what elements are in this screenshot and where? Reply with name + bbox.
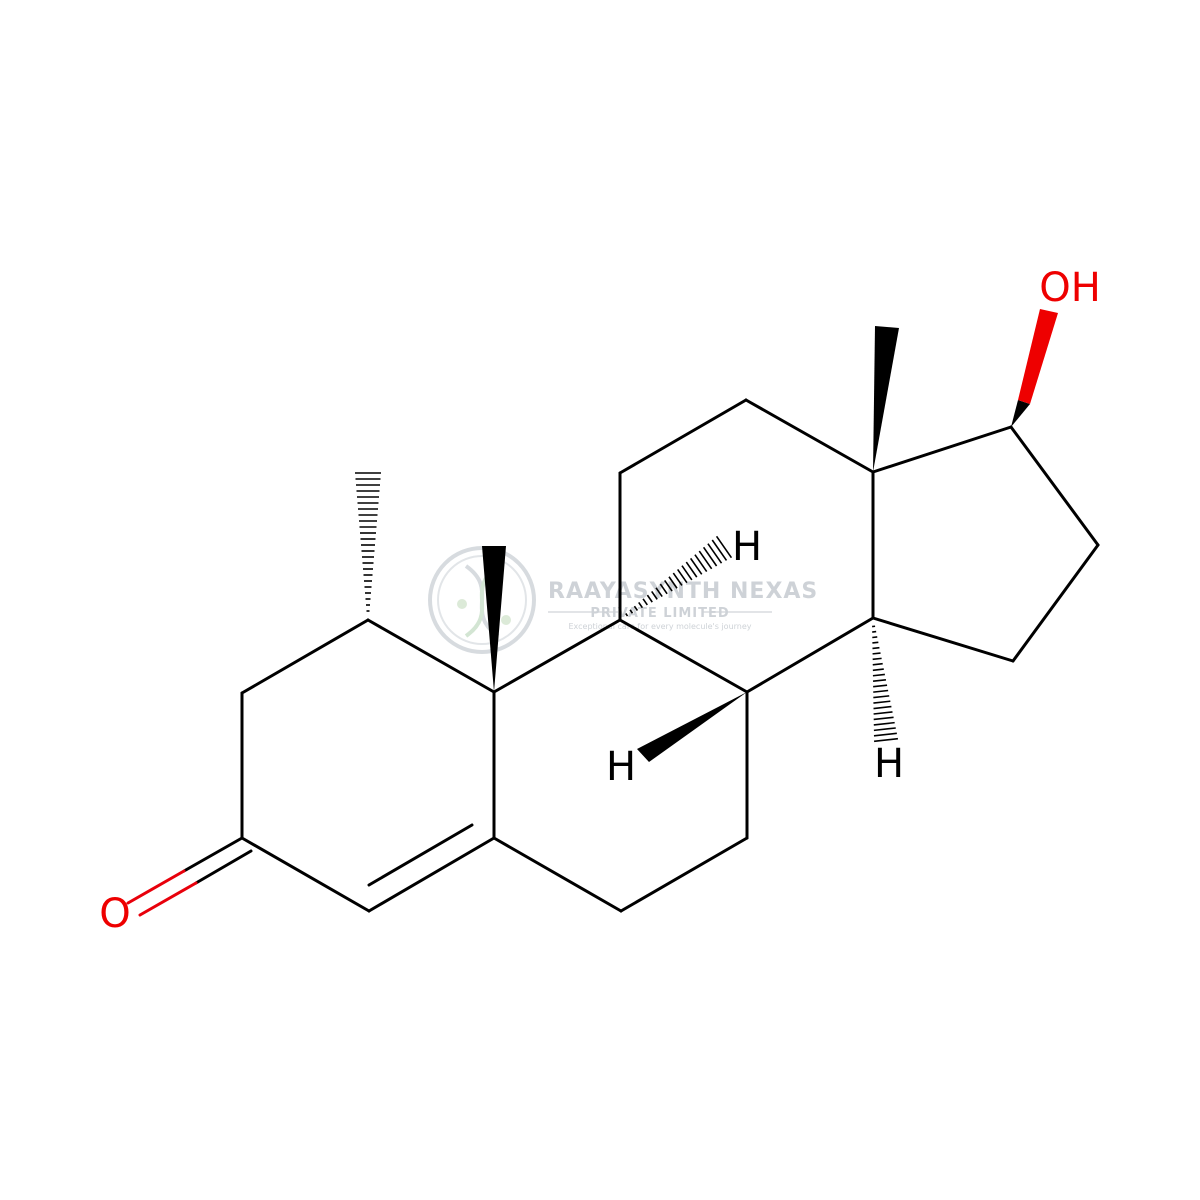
bond-c16-c15 [1011,543,1100,663]
watermark-company-name: RAAYASYNTH NEXAS [548,579,818,604]
bond-c5-c6 [492,836,623,913]
bond-c4-c5-inner [367,823,474,887]
hash-stroke [873,737,899,743]
hash-stroke [873,727,896,732]
hash-stroke [711,539,728,561]
hash-stroke [707,543,723,564]
hash-stroke [676,568,688,584]
hash-stroke [872,641,879,644]
hash-stroke [655,587,663,598]
bond-c3-o-inner-red [138,881,198,917]
hash-stroke [872,652,881,655]
hash-stroke [633,605,639,611]
hash-stroke [872,668,884,672]
hash-stroke [664,579,673,592]
wedge-c17-o-black [1011,400,1030,427]
bond-c4-c5 [367,836,496,913]
hash-stroke [646,594,653,603]
atom-label-h-c9: H [732,524,762,570]
hash-stroke [651,590,658,600]
atom-label-h-c14: H [874,741,904,787]
hash-stroke [629,609,634,614]
hash-stroke [694,554,708,573]
hash-stroke [872,636,878,639]
hash-stroke [872,673,885,677]
hash-stroke [638,602,644,609]
hash-stroke [873,700,891,704]
bond-c17-c16 [1009,425,1100,547]
bond-c11-c12 [618,398,748,475]
hash-stroke [873,689,889,693]
bond-c13-c17 [871,425,1013,474]
wedge-c17-o-red [1018,309,1058,404]
hash-stroke [685,561,698,578]
hash-stroke [872,678,887,683]
hash-stroke [668,576,678,589]
bond-c9-c10 [492,618,622,694]
bond-c6-c7 [619,836,749,913]
bond-c3-o-inner-black [194,849,253,885]
atom-label-h-c8: H [606,744,636,790]
hash-h-c9 [625,535,733,617]
hash-stroke [873,695,890,699]
wedge-h-c8 [637,692,747,762]
watermark-company-type: PRIVATE LIMITED [590,606,729,621]
hash-stroke [873,732,897,737]
hash-stroke [642,598,648,606]
wedge-methyl-c18 [873,326,899,472]
hash-stroke [873,684,888,688]
hash-stroke [873,721,895,726]
hash-stroke [672,572,683,586]
bond-c14-c8 [745,616,875,694]
bond-c12-c13 [744,398,875,474]
hash-stroke [689,557,703,575]
hash-stroke [698,550,713,570]
atom-label-hydroxyl: OH [1039,265,1101,311]
hash-stroke [681,565,693,581]
hash-stroke [702,546,718,567]
bond-c3-o-outer-black [182,836,244,873]
bond-c1-c2 [240,618,370,695]
hash-stroke [872,662,883,666]
atom-label-carbonyl-oxygen: O [99,891,130,937]
hash-stroke [872,657,882,661]
bond-c8-c9 [618,618,749,694]
hash-stroke [659,583,668,595]
hash-stroke [873,705,892,710]
hash-methyl-c1 [355,472,381,612]
hash-stroke [872,646,880,650]
bond-c1-c10 [366,618,496,694]
bond-c15-c14 [871,616,1015,663]
hash-stroke [873,716,894,721]
bond-c3-o-outer-red [126,869,186,905]
hash-stroke [625,613,629,617]
watermark-logo-icon [428,546,536,654]
wedge-methyl-c19 [482,546,506,692]
hash-stroke [715,535,733,559]
watermark: RAAYASYNTH NEXAS PRIVATE LIMITED Excepti… [428,546,818,654]
hash-h-c14 [872,625,899,743]
watermark-tagline: Exceptional care for every molecule's jo… [568,622,751,631]
bond-c3-c4 [240,836,371,913]
hash-stroke [873,711,893,715]
